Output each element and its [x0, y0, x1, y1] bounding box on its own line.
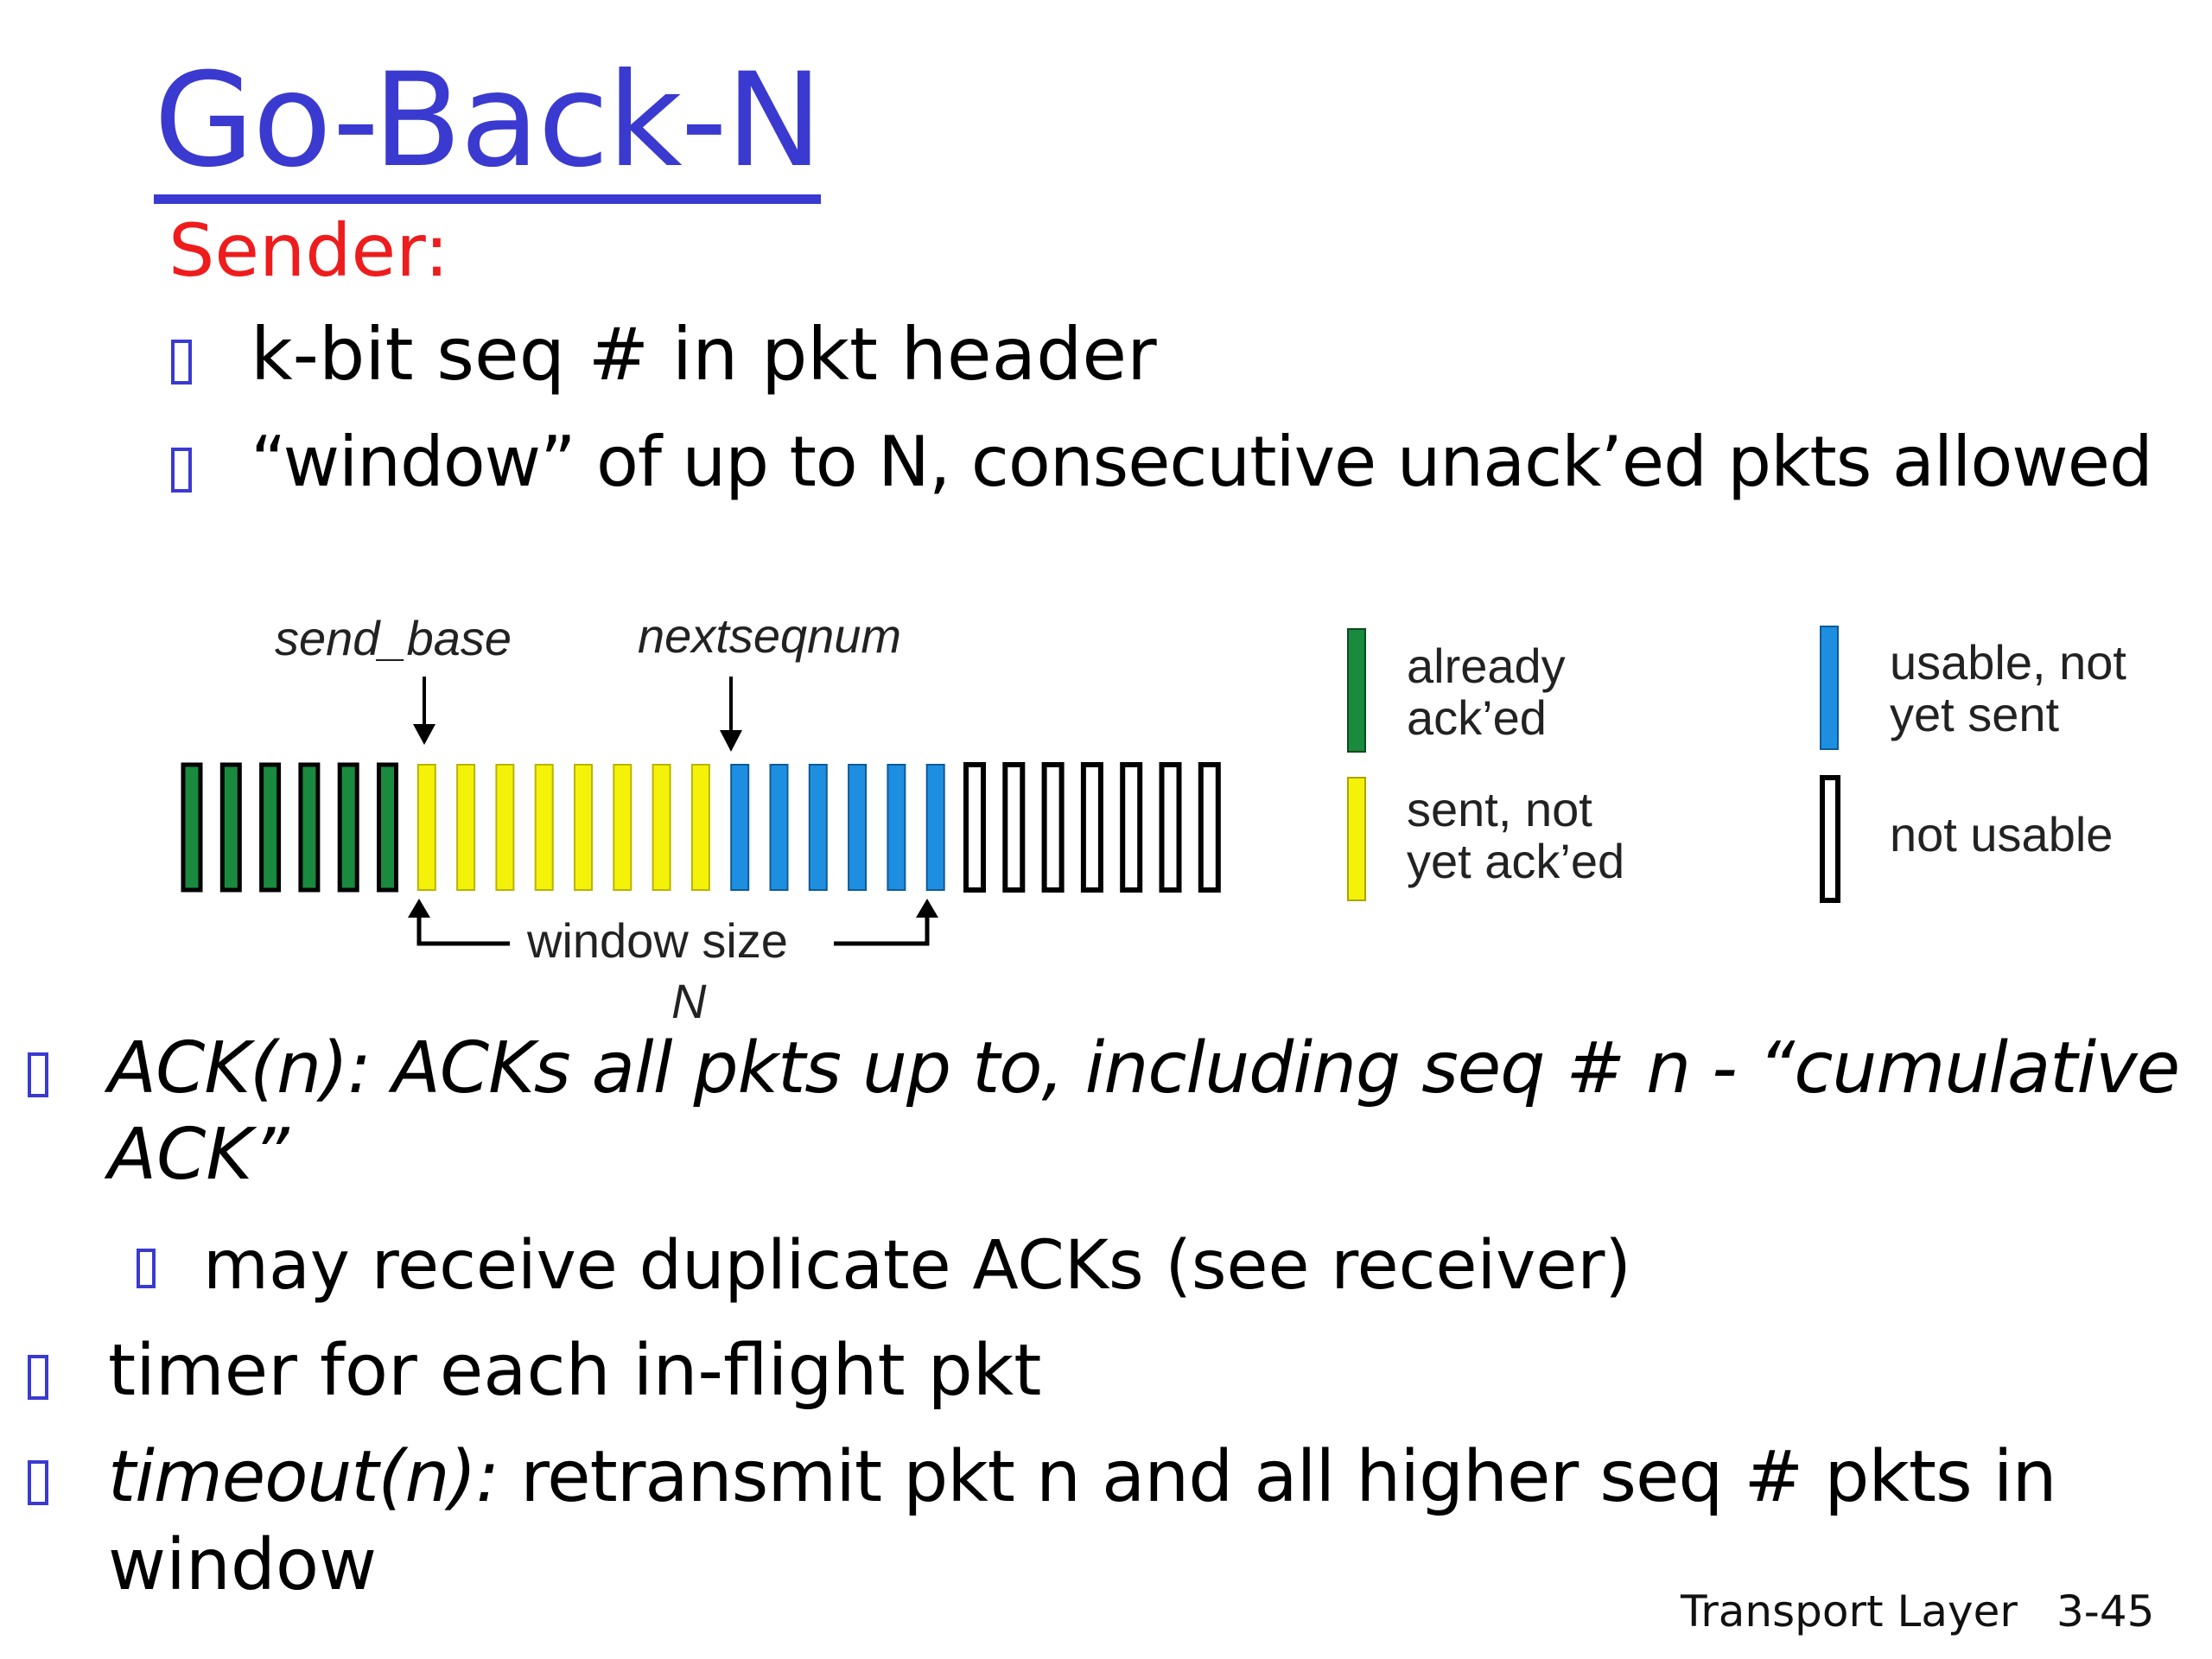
- slot-usable-not-sent: [925, 764, 945, 891]
- ack-bullet-line1: ACK(n): ACKs all pkts up to, including s…: [108, 1027, 2180, 1109]
- legend-swatch-usable-not-sent: [1820, 626, 1839, 750]
- slot-already-acked: [219, 762, 242, 893]
- slot-sent-not-acked: [574, 764, 593, 891]
- window-bracket-left: [416, 916, 510, 946]
- legend-swatch-not-usable: [1820, 775, 1840, 903]
- window-size-label: window size: [526, 913, 788, 968]
- window-n-label: N: [671, 974, 707, 1028]
- ack-bullet-line2: ACK”: [108, 1114, 289, 1196]
- legend-already-acked-line1: already: [1407, 639, 1566, 693]
- slot-not-usable: [1120, 762, 1143, 893]
- slot-usable-not-sent: [848, 764, 868, 891]
- slot-usable-not-sent: [769, 764, 789, 891]
- slot-already-acked: [337, 762, 359, 893]
- slot-sent-not-acked: [613, 764, 632, 891]
- timeout-bullet-line1: timeout(n): retransmit pkt n and all hig…: [108, 1434, 2057, 1521]
- sequence-number-slots: [181, 762, 1221, 893]
- slot-sent-not-acked: [652, 764, 671, 891]
- slot-sent-not-acked: [416, 764, 436, 891]
- legend-label-not-usable: not usable: [1890, 807, 2113, 861]
- sender-heading: Sender:: [168, 208, 449, 293]
- legend-sent-line1: sent, not: [1407, 782, 1592, 836]
- sender-bullet-2: “window” of up to N, consecutive unack’e…: [251, 422, 2153, 502]
- footer-page-number: 3-45: [2056, 1586, 2155, 1637]
- legend-sent-line2: yet ack’ed: [1407, 834, 1624, 888]
- legend-label-usable-not-sent: usable, not yet sent: [1890, 635, 2140, 741]
- nextseqnum-arrowhead: [720, 730, 742, 752]
- legend-label-sent-not-acked: sent, not yet ack’ed: [1407, 782, 1624, 888]
- slot-already-acked: [181, 762, 203, 893]
- timeout-bullet-line2: window: [108, 1524, 378, 1606]
- bullet-icon: [137, 1249, 156, 1288]
- bullet-icon: [171, 340, 192, 385]
- legend-swatch-sent-not-acked: [1347, 777, 1366, 901]
- slot-sent-not-acked: [534, 764, 554, 891]
- slot-not-usable: [963, 762, 986, 893]
- send-base-label: send_base: [275, 611, 512, 665]
- slot-not-usable: [1159, 762, 1182, 893]
- timer-bullet: timer for each in-flight pkt: [108, 1330, 1042, 1412]
- bullet-icon: [28, 1052, 48, 1097]
- bullet-icon: [28, 1460, 48, 1505]
- slot-usable-not-sent: [730, 764, 750, 891]
- slot-sent-not-acked: [495, 764, 515, 891]
- slot-not-usable: [1002, 762, 1026, 893]
- legend-usable-line2: yet sent: [1890, 687, 2060, 741]
- slot-not-usable: [1041, 762, 1065, 893]
- legend-usable-line1: usable, not: [1890, 635, 2126, 690]
- window-bracket-right: [834, 916, 930, 946]
- slot-already-acked: [298, 762, 321, 893]
- legend-label-already-acked: already ack’ed: [1407, 639, 1579, 745]
- timeout-label: timeout(n):: [108, 1436, 499, 1518]
- timeout-description: retransmit pkt n and all higher seq # pk…: [499, 1436, 2056, 1518]
- slot-already-acked: [259, 762, 282, 893]
- footer-section: Transport Layer: [1681, 1586, 2018, 1637]
- legend-already-acked-line2: ack’ed: [1407, 690, 1547, 745]
- bullet-icon: [171, 448, 192, 493]
- sender-bullet-1: k-bit seq # in pkt header: [251, 312, 1157, 397]
- slot-usable-not-sent: [808, 764, 828, 891]
- nextseqnum-label: nextseqnum: [638, 608, 901, 663]
- window-right-arrowhead: [916, 899, 938, 918]
- dup-ack-bullet: may receive duplicate ACKs (see receiver…: [203, 1227, 1631, 1305]
- slot-usable-not-sent: [887, 764, 906, 891]
- bullet-icon: [28, 1355, 48, 1400]
- slot-not-usable: [1080, 762, 1103, 893]
- slot-not-usable: [1198, 762, 1221, 893]
- legend-swatch-already-acked: [1347, 628, 1366, 753]
- slot-sent-not-acked: [690, 764, 710, 891]
- send-base-arrowhead: [413, 724, 435, 745]
- slot-sent-not-acked: [456, 764, 476, 891]
- window-left-arrowhead: [408, 899, 430, 918]
- slot-already-acked: [377, 762, 398, 893]
- slide-title: Go-Back-N: [154, 48, 823, 204]
